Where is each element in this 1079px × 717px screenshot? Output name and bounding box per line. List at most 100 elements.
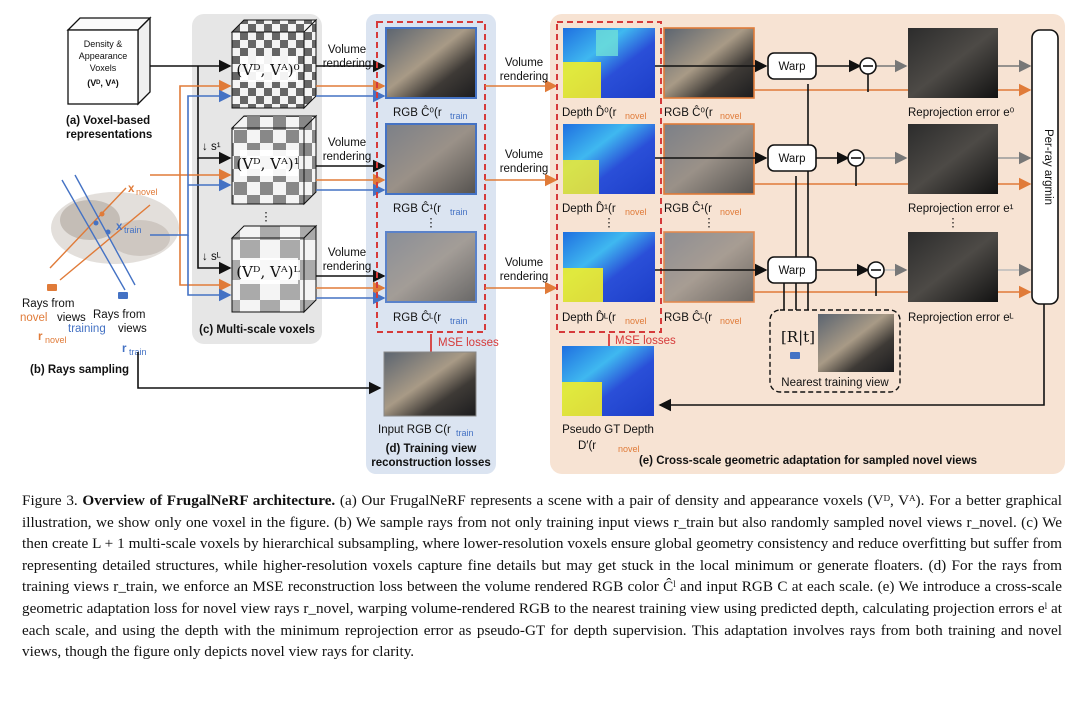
rgb-novel-sub-0: novel [720, 111, 742, 121]
rgb-train-sub-L: train [450, 316, 468, 326]
depth-label-0: Depth D̂⁰(r [562, 105, 617, 119]
train-render-L [385, 231, 477, 303]
rays-novel-word: novel [20, 312, 48, 324]
depth-sub-0: novel [625, 111, 647, 121]
r-novel-label: r [38, 331, 43, 343]
label-e: (e) Cross-scale geometric adaptation for… [639, 455, 977, 467]
depth-dots: ⋮ [603, 217, 615, 229]
camera-novel-icon [47, 284, 57, 291]
rgb-novel-dots: ⋮ [703, 217, 715, 229]
pseudo-gt-sub: novel [618, 444, 640, 454]
x-novel-sub: novel [136, 187, 158, 197]
warp-block-1 [767, 144, 817, 172]
label-a-line-1: (a) Voxel-based [66, 115, 150, 127]
caption-body: (a) Our FrugalNeRF represents a scene wi… [22, 492, 1062, 661]
vr-1-line-2: rendering [323, 151, 372, 163]
nearest-view-dashed-box [769, 309, 901, 393]
depth-map-1 [563, 124, 655, 194]
voxel-box-math: (Vᴰ, Vᴬ) [87, 78, 118, 88]
x-train-sub: train [124, 225, 142, 235]
depth-sub-L: novel [625, 316, 647, 326]
voxel-box-line-1: Density & [84, 39, 123, 49]
reproj-error-1 [908, 124, 998, 194]
depth-map-0 [563, 28, 655, 98]
vr-eL-line-1: Volume [505, 257, 543, 269]
training-dashed-box [376, 21, 486, 333]
nearest-view-label: Nearest training view [781, 377, 889, 389]
vr-0-line-1: Volume [328, 44, 366, 56]
warp-label-0: Warp [778, 61, 805, 73]
architecture-figure: Density & Appearance Voxels (Vᴰ, Vᴬ) (a)… [20, 14, 1065, 474]
vr-e0-line-2: rendering [500, 71, 549, 83]
figure-caption: Figure 3. Overview of FrugalNeRF archite… [22, 490, 1062, 663]
input-rgb-label: Input RGB C(r [378, 424, 451, 436]
r-novel-sub: novel [45, 335, 67, 345]
train-dots: ⋮ [425, 217, 437, 229]
voxel-label-L: (Vᴰ, Vᴬ)ᴸ [236, 263, 300, 281]
depth-label-L: Depth D̂ᴸ(r [562, 310, 616, 324]
reproj-label-0: Reprojection error e⁰ [908, 107, 1015, 119]
vr-L-line-2: rendering [323, 261, 372, 273]
scale-label-L: ↓ sᴸ [202, 251, 221, 263]
label-b: (b) Rays sampling [30, 364, 129, 376]
per-ray-argmin-block [1031, 29, 1059, 305]
train-render-0 [385, 27, 477, 99]
novel-render-1 [663, 123, 755, 195]
voxel-dots: ⋮ [260, 211, 272, 223]
rays-train-views: views [118, 323, 147, 335]
subtract-icon-L [867, 261, 885, 279]
rays-train-word: training [68, 323, 106, 335]
rgb-train-label-L: RGB Ĉᴸ(r [393, 311, 441, 324]
depth-map-L [563, 232, 655, 302]
label-a-line-2: representations [66, 129, 152, 141]
reproj-error-L [908, 232, 998, 302]
rgb-novel-label-L: RGB Ĉᴸ(r [664, 311, 712, 324]
rt-label: [R|t] [781, 328, 815, 346]
rays-novel-views: views [57, 312, 86, 324]
nearest-view-image [818, 314, 894, 372]
vr-e1-line-2: rendering [500, 163, 549, 175]
depth-dashed-box [556, 21, 662, 333]
rays-novel-line-1: Rays from [22, 298, 74, 310]
vr-0-line-2: rendering [323, 58, 372, 70]
pseudo-gt-line-1: Pseudo GT Depth [562, 424, 654, 436]
camera-train-icon [118, 292, 128, 299]
r-train-label: r [122, 343, 127, 355]
rgb-train-sub-1: train [450, 207, 468, 217]
rgb-novel-sub-1: novel [720, 207, 742, 217]
mse-losses-depth: MSE losses [615, 335, 676, 347]
x-novel-label: x [128, 183, 135, 195]
mse-losses-train: MSE losses [438, 337, 499, 349]
voxel-representation-box: Density & Appearance Voxels (Vᴰ, Vᴬ) [66, 16, 152, 106]
vr-eL-line-2: rendering [500, 271, 549, 283]
voxel-box-line-2: Appearance [79, 51, 128, 61]
label-d-line-1: (d) Training view [386, 443, 477, 455]
subtract-icon-0 [859, 57, 877, 75]
voxel-cube-L [230, 224, 318, 314]
pseudo-gt-depth-map [562, 346, 654, 416]
nearest-camera-icon [790, 352, 800, 359]
vr-L-line-1: Volume [328, 247, 366, 259]
depth-sub-1: novel [625, 207, 647, 217]
reproj-label-L: Reprojection error eᴸ [908, 312, 1014, 324]
warp-block-L [767, 256, 817, 284]
depth-label-1: Depth D̂¹(r [562, 201, 616, 215]
rgb-train-label-0: RGB Ĉ⁰(r [393, 106, 442, 119]
train-render-1 [385, 123, 477, 195]
warp-label-L: Warp [778, 265, 805, 277]
voxel-cube-1 [230, 114, 318, 206]
rgb-novel-label-1: RGB Ĉ¹(r [664, 202, 712, 215]
warp-label-1: Warp [778, 153, 805, 165]
reproj-error-0 [908, 28, 998, 98]
rays-sampling-scene [47, 174, 179, 299]
rays-train-line-1: Rays from [93, 309, 145, 321]
warp-block-0 [767, 52, 817, 80]
label-c: (c) Multi-scale voxels [199, 324, 315, 336]
pseudo-gt-line-2: D′(r [578, 440, 596, 452]
caption-fig-label: Figure 3. [22, 492, 78, 509]
voxel-label-0: (Vᴰ, Vᴬ)⁰ [236, 61, 299, 79]
novel-render-0 [663, 27, 755, 99]
vr-e1-line-1: Volume [505, 149, 543, 161]
voxel-label-1: (Vᴰ, Vᴬ)¹ [236, 155, 299, 173]
input-rgb-image [383, 351, 477, 417]
